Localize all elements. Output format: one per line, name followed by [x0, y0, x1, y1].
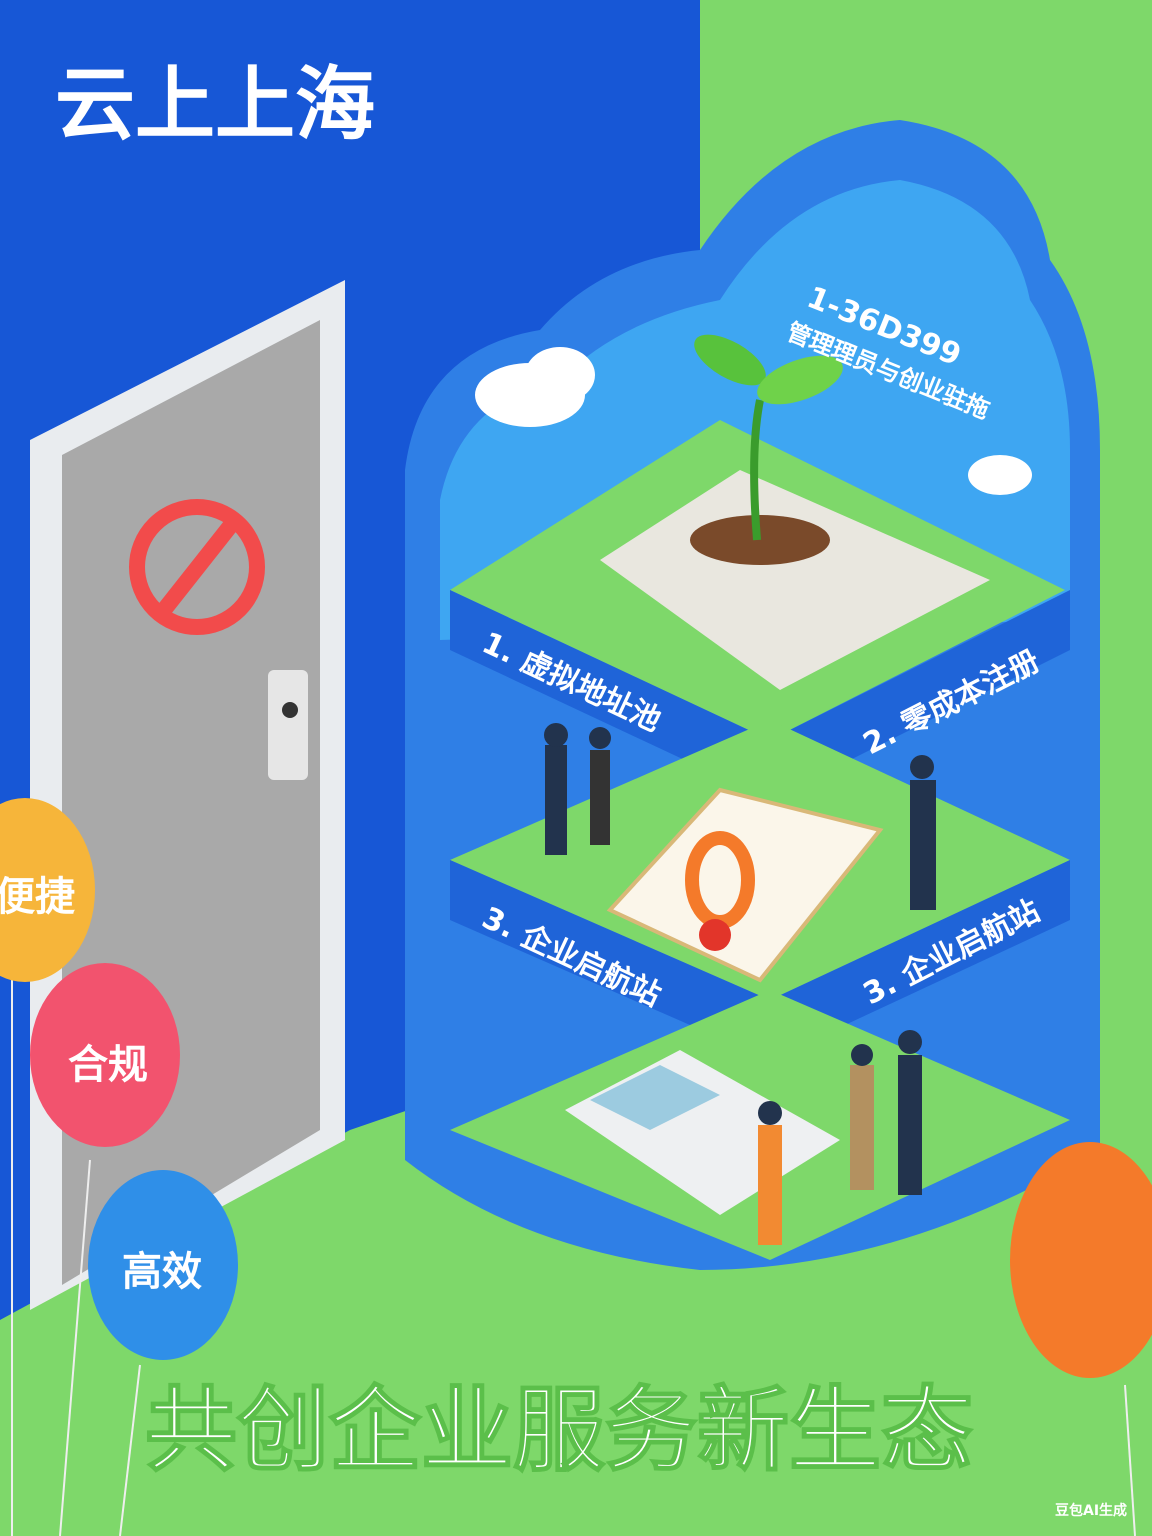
balloon-label-2: 合规: [68, 1042, 148, 1088]
balloon-label-1: 便捷: [0, 874, 75, 920]
balloon-orange: [1010, 1142, 1152, 1536]
balloon-bianjie: [0, 798, 95, 1536]
slogan: 共创企业服务新生态: [145, 1377, 973, 1484]
balloon-hegui: [30, 963, 180, 1536]
watermark: 豆包AI生成: [1055, 1502, 1127, 1519]
door[interactable]: [30, 280, 345, 1310]
people: [544, 723, 936, 1245]
poster-title: 云上上海: [55, 58, 375, 151]
door-lock-icon[interactable]: [268, 670, 308, 780]
balloon-gaoxiao: [88, 1170, 238, 1536]
balloon-label-3: 高效: [122, 1249, 202, 1295]
cloud-icon: [475, 347, 1032, 495]
prohibited-icon: [129, 499, 265, 635]
